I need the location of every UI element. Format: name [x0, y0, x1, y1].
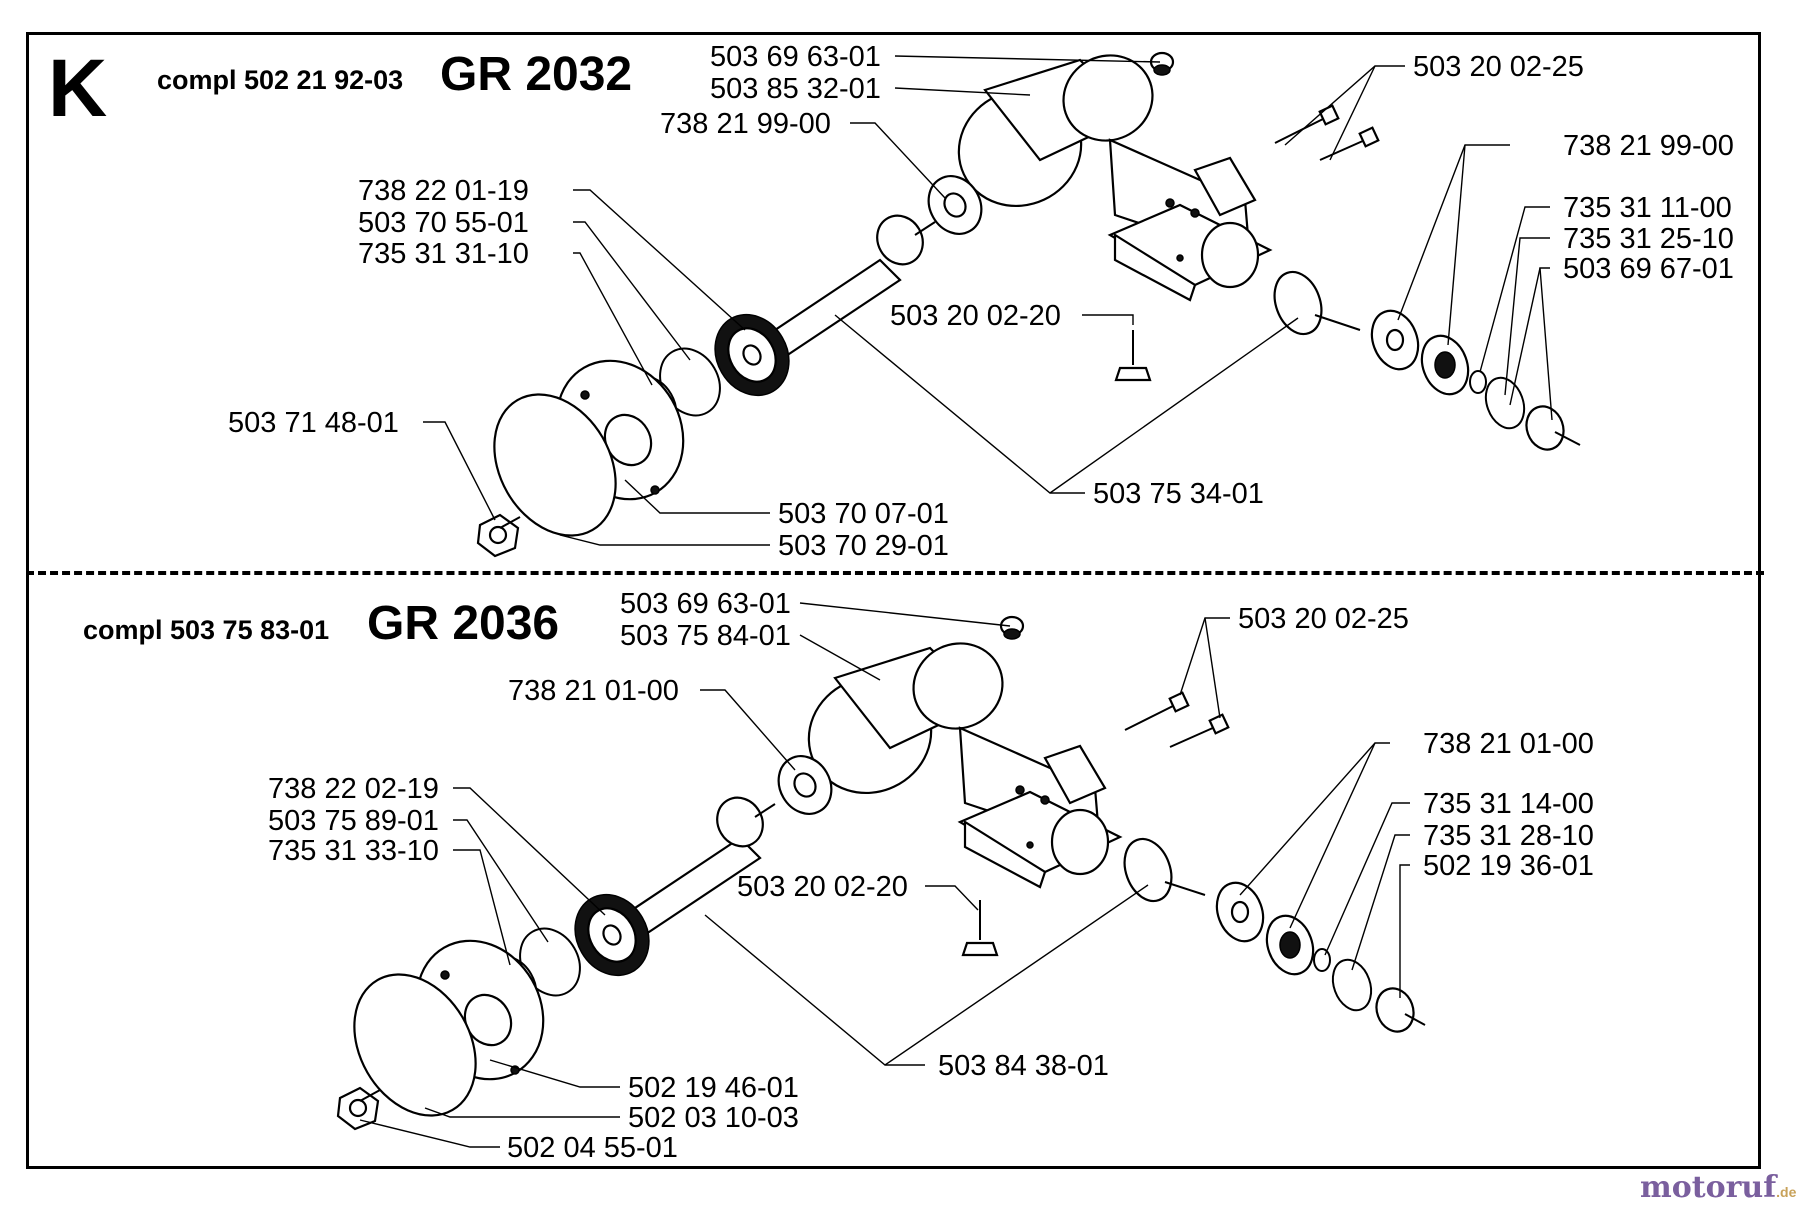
cap-plug [1149, 51, 1175, 76]
part-number-label: 738 21 99-00 [1563, 130, 1734, 162]
pinion-shaft-2 [618, 796, 776, 940]
assembly-code-gr2032: compl 502 21 92-03 [157, 65, 404, 95]
part-number-label: 503 70 29-01 [778, 530, 949, 562]
shaft-bearing [714, 313, 790, 397]
pinion-shaft [758, 214, 936, 362]
cap-plug-2 [999, 615, 1025, 640]
output-bearings-2 [1215, 881, 1426, 1033]
leader-lines-top [423, 55, 1553, 546]
part-number-label: 735 31 25-10 [1563, 223, 1734, 255]
gear-housing [957, 54, 1273, 302]
ball-bearing-input [927, 175, 983, 235]
part-number-label: 502 03 10-03 [628, 1102, 799, 1134]
clamp-screws [1274, 104, 1380, 161]
support-cup [493, 393, 617, 537]
section-divider [26, 571, 1764, 575]
ball-bearing-input-2 [777, 755, 833, 815]
gearhead-assembly-gr2032 [423, 51, 1581, 558]
part-number-label: 738 22 01-19 [358, 175, 529, 207]
watermark-suffix: .de [1776, 1184, 1797, 1200]
gearhead-assembly-gr2036 [336, 602, 1426, 1148]
bevel-gear-output-2 [1123, 837, 1206, 903]
drive-flange-2 [415, 939, 545, 1081]
watermark-brand: motoruf [1640, 1170, 1777, 1205]
part-number-label: 503 69 63-01 [710, 41, 881, 73]
part-number-label: 735 31 33-10 [268, 835, 439, 867]
part-number-label: 503 71 48-01 [228, 407, 399, 439]
output-bearings [1370, 309, 1581, 451]
section-letter: K [48, 43, 108, 134]
part-number-label: 503 70 55-01 [358, 207, 529, 239]
part-number-label: 503 85 32-01 [710, 73, 881, 105]
bottom-screw [1114, 330, 1152, 382]
part-number-label: 502 19 46-01 [628, 1072, 799, 1104]
locking-nut-2 [336, 1086, 381, 1131]
gear-housing-2 [807, 642, 1123, 889]
part-number-label: 503 69 67-01 [1563, 253, 1734, 285]
part-number-label: 503 84 38-01 [938, 1050, 1109, 1082]
assembly-code-gr2036: compl 503 75 83-01 [83, 615, 330, 645]
part-number-label: 502 19 36-01 [1423, 850, 1594, 882]
part-number-label: 503 69 63-01 [620, 588, 791, 620]
bevel-gear-output [1273, 270, 1361, 336]
part-number-label: 503 75 89-01 [268, 805, 439, 837]
bottom-screw-2 [961, 900, 999, 957]
part-number-label: 503 70 07-01 [778, 498, 949, 530]
shaft-bearing-2 [574, 893, 650, 977]
part-number-label: 503 20 02-25 [1413, 51, 1584, 83]
part-number-label: 738 21 01-00 [1423, 728, 1594, 760]
part-number-label: 735 31 14-00 [1423, 788, 1594, 820]
part-number-label: 738 21 99-00 [660, 108, 831, 140]
clamp-screws-2 [1124, 691, 1230, 748]
support-cup-2 [353, 973, 477, 1117]
part-number-label: 735 31 28-10 [1423, 820, 1594, 852]
part-number-label: 503 75 84-01 [620, 620, 791, 652]
part-number-label: 502 04 55-01 [507, 1132, 678, 1164]
part-number-label: 503 20 02-20 [737, 871, 908, 903]
part-number-label: 735 31 11-00 [1563, 192, 1732, 224]
part-number-label: 503 75 34-01 [1093, 478, 1264, 510]
part-number-label: 738 21 01-00 [508, 675, 679, 707]
watermark-logo: motoruf.de [1640, 1170, 1796, 1205]
part-number-label: 503 20 02-20 [890, 300, 1061, 332]
part-number-label: 503 20 02-25 [1238, 603, 1409, 635]
diagram-frame [26, 32, 1761, 1169]
part-number-label: 738 22 02-19 [268, 773, 439, 805]
model-title-gr2036: GR 2036 [367, 597, 560, 650]
model-title-gr2032: GR 2032 [440, 48, 633, 101]
part-number-label: 735 31 31-10 [358, 238, 529, 270]
locking-nut [476, 513, 521, 558]
leader-lines-bottom [359, 602, 1410, 1148]
